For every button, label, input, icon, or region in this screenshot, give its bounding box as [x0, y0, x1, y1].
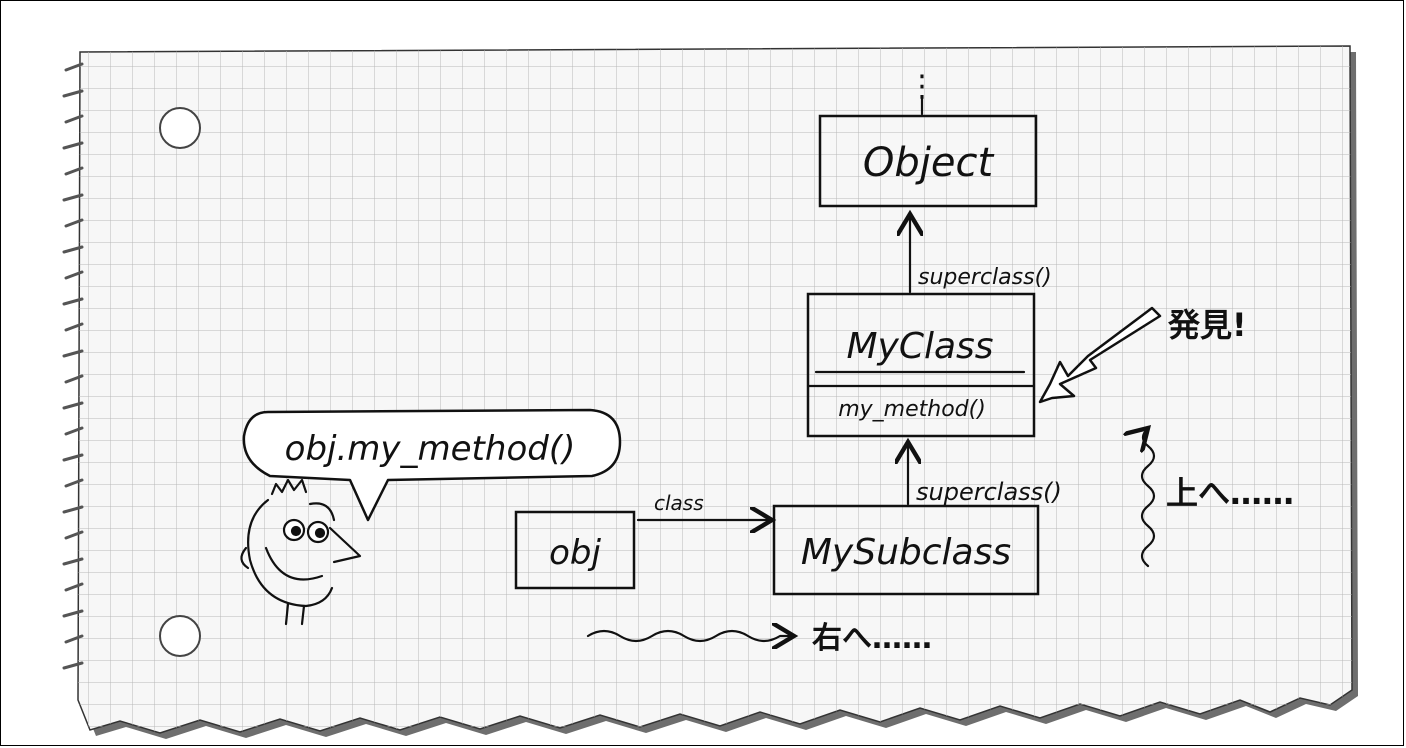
found-arrow — [1038, 306, 1162, 404]
obj-box — [514, 510, 636, 590]
character-illustration — [240, 478, 362, 626]
mysubclass-label: MySubclass — [801, 532, 1011, 573]
myclass-label: MyClass — [846, 326, 993, 367]
myclass-method-label: my_method() — [838, 397, 986, 422]
object-box — [818, 114, 1038, 208]
found-label: 発見! — [1167, 306, 1247, 344]
right-wavy-arrow — [586, 631, 794, 641]
superclass-label-lower: superclass() — [916, 478, 1062, 506]
perforated-edge — [62, 62, 84, 670]
mysubclass-node: MySubclass — [772, 504, 1040, 596]
up-label: 上へ…… — [1166, 474, 1294, 512]
class-label: class — [654, 491, 704, 515]
myclass-node: MyClass my_method() — [806, 292, 1036, 438]
right-label: 右へ…… — [812, 621, 932, 656]
myclass-box — [806, 292, 1036, 438]
speech-bubble-text: obj.my_method() — [285, 429, 576, 469]
up-annotation: 上へ…… — [1142, 428, 1294, 568]
obj-label: obj — [549, 533, 601, 573]
speech-bubble: obj.my_method() — [242, 408, 622, 522]
object-label: Object — [863, 140, 995, 186]
up-wavy-arrow — [1142, 428, 1156, 568]
binder-hole-bottom — [159, 615, 201, 657]
obj-node: obj — [514, 510, 636, 590]
object-node: Object — [818, 114, 1038, 208]
paper-sheet — [77, 45, 1358, 739]
right-annotation: 右へ…… — [586, 621, 932, 656]
mysubclass-box — [772, 504, 1040, 596]
binder-hole-top — [159, 107, 201, 149]
superclass-label-upper: superclass() — [918, 265, 1052, 290]
found-annotation: 発見! — [1038, 306, 1247, 404]
